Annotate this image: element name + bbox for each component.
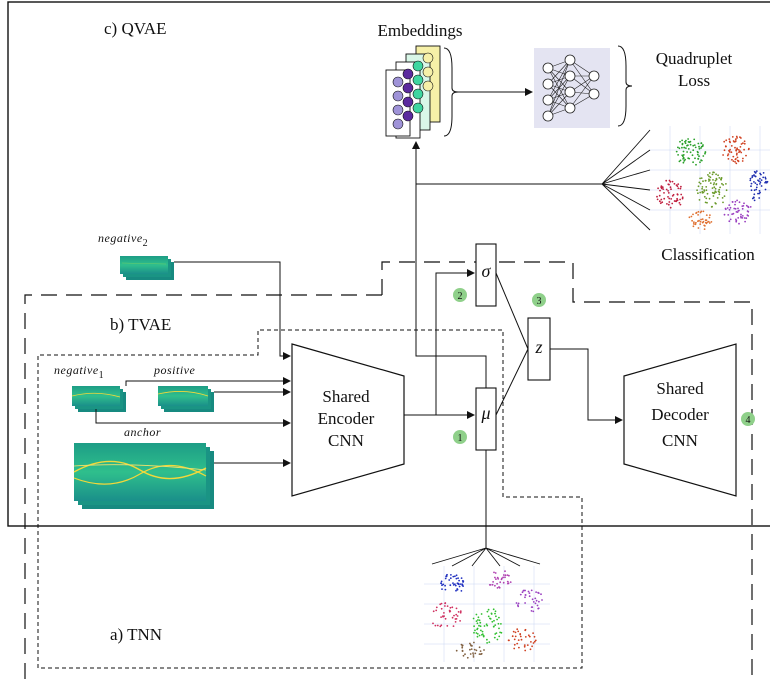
positive-label: positive	[153, 363, 195, 377]
mu-symbol: μ	[480, 403, 490, 423]
step-2-badge	[453, 288, 467, 302]
tvae-region: b) TVAE	[24, 261, 753, 684]
step-3-badge	[532, 293, 546, 307]
positive-spectrogram	[157, 386, 214, 412]
classification-label: Classification	[661, 245, 755, 264]
tnn-label: a) TNN	[110, 625, 162, 644]
loss-label-line-2: Loss	[678, 71, 710, 90]
classification-scatter	[601, 126, 770, 234]
sigma-symbol: σ	[482, 261, 492, 281]
decoder-line-1: Shared	[656, 379, 704, 398]
qvae-region: c) QVAE	[7, 1, 770, 527]
encoder-line-1: Shared	[322, 387, 370, 406]
svg-text:4: 4	[746, 415, 751, 426]
mu-box: μ	[475, 387, 497, 451]
encoder-line-3: CNN	[328, 431, 364, 450]
negative1-label: negative1	[54, 363, 104, 381]
tnn-scatter	[424, 547, 550, 662]
decoder-line-3: CNN	[662, 431, 698, 450]
loss-label-line-1: Quadruplet	[656, 49, 733, 68]
embeddings-label: Embeddings	[378, 21, 463, 40]
neural-network-panel	[534, 45, 633, 128]
z-box: z	[527, 317, 551, 381]
shared-decoder: Shared Decoder CNN	[623, 343, 737, 497]
tvae-label: b) TVAE	[110, 315, 171, 334]
qvae-label: c) QVAE	[104, 19, 166, 38]
anchor-spectrogram	[73, 443, 214, 509]
negative2-spectrogram	[120, 256, 174, 280]
input-connectors	[95, 261, 291, 467]
encoder-line-2: Encoder	[318, 409, 375, 428]
shared-encoder: Shared Encoder CNN	[291, 343, 405, 497]
anchor-label: anchor	[124, 425, 161, 439]
embeddings-stack	[385, 45, 459, 139]
svg-text:2: 2	[458, 291, 463, 302]
negative2-label: negative2	[98, 231, 148, 249]
tnn-region: a) TNN	[37, 329, 583, 669]
step-1-badge	[453, 430, 467, 444]
step-badges: 1 2 3 4	[453, 288, 755, 444]
decoder-line-2: Decoder	[651, 405, 709, 424]
svg-text:3: 3	[537, 296, 542, 307]
step-4-badge	[741, 412, 755, 426]
latent-connectors	[404, 141, 623, 548]
negative1-spectrogram	[71, 386, 126, 412]
svg-text:1: 1	[458, 433, 463, 444]
z-symbol: z	[534, 337, 542, 357]
sigma-box: σ	[475, 243, 497, 307]
